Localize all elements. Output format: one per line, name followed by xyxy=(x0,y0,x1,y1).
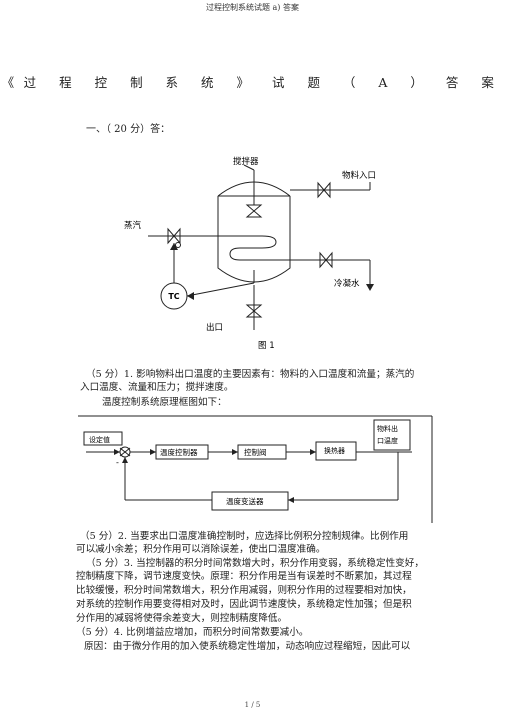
q2-line1: （5 分）2. 当要求出口温度准确控制时，应选择比例积分控制规律。比例作用 xyxy=(80,531,409,542)
heating-coil xyxy=(229,235,290,261)
q1-line1: （5 分）1. 影响物料出口温度的主要因素有：物料的入口温度和流量；蒸汽的 xyxy=(86,369,415,380)
label-outlet: 出口 xyxy=(206,322,223,333)
label-stirrer: 搅拌器 xyxy=(233,156,259,167)
sensing-line xyxy=(186,282,255,297)
actuator-arrow xyxy=(170,243,178,250)
condensate-arrow xyxy=(366,284,374,291)
outlet-valve xyxy=(245,304,263,318)
label-steam: 蒸汽 xyxy=(124,220,142,231)
figure-caption: 图 1 xyxy=(258,341,275,351)
sense-arrow xyxy=(187,292,194,300)
q4-line1: （5 分）4. 比例增益应增加，而积分时间常数要减小。 xyxy=(76,627,309,638)
section-heading: 一、（ 20 分）答： xyxy=(86,124,171,135)
label-setpoint: 设定值 xyxy=(89,435,110,444)
label-tc: TC xyxy=(168,292,179,301)
inner-valve xyxy=(245,204,263,218)
q2-line2: 可以减小余差；积分作用可以消除误差，使出口温度准确。 xyxy=(76,544,326,555)
q3-line5: 分作用的减弱将使得余差变大，则控制精度降低。 xyxy=(76,613,288,624)
label-output-2: 口温度 xyxy=(377,436,398,445)
q1-line3: 温度控制系统原理框图如下： xyxy=(102,397,227,408)
q3-line4: 对系统的控制作用要变得相对及时，因此调节速度快，系统稳定性加强；但是积 xyxy=(76,599,412,610)
label-cooling: 冷凝水 xyxy=(334,278,360,289)
q1-line2: 入口温度、流量和压力；搅拌速度。 xyxy=(80,382,234,393)
q3-line3: 比较缓慢，积分时间常数增大，积分作用减弱，则积分作用的过程要相对加快， xyxy=(76,585,412,596)
document-title: 《过 程 控 制 系 统 》 试 题 （ A ） 答 案 xyxy=(1,75,504,90)
output-box xyxy=(373,419,411,451)
label-transmitter: 温度变送器 xyxy=(226,496,264,506)
label-valve: 控制阀 xyxy=(244,447,267,457)
q4-line2: 原因：由于微分作用的加入使系统稳定性增加，动态响应过程缩短，因此可以 xyxy=(84,641,411,652)
label-output-1: 物料出 xyxy=(377,424,398,433)
label-inlet: 物料入口 xyxy=(342,170,376,181)
transmitter-box xyxy=(211,491,289,511)
setpoint-box xyxy=(83,431,123,446)
q3-line1: （5 分）3. 当控制器的积分时间常数增大时，积分作用变弱，系统稳定性变好， xyxy=(86,558,424,569)
inlet-valve xyxy=(317,181,331,199)
page-number: 1 / 5 xyxy=(244,701,261,709)
label-exchanger: 换热器 xyxy=(324,446,345,455)
exchanger-box xyxy=(315,441,357,461)
label-minus: - xyxy=(116,458,119,467)
steam-valve xyxy=(167,227,181,245)
page-header: 过程控制系统试题 a) 答案 xyxy=(206,3,299,12)
q3-line2: 控制精度下降，调节速度变快。原理：积分作用是当有误差时不断累加，其过程 xyxy=(76,571,412,582)
condensate-valve xyxy=(319,251,333,269)
label-controller: 温度控制器 xyxy=(160,447,198,457)
